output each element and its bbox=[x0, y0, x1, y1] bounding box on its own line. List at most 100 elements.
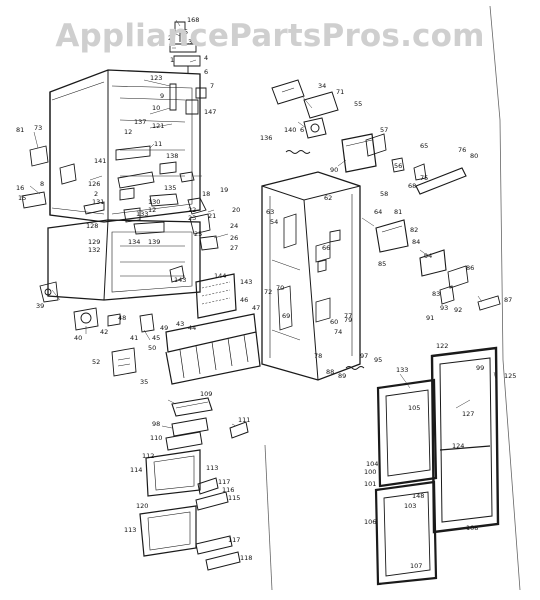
label-111: 111 bbox=[238, 416, 250, 424]
label-116: 116 bbox=[222, 486, 234, 494]
label-131: 131 bbox=[92, 198, 104, 206]
label-117a: 117 bbox=[218, 478, 230, 486]
label-75: 75 bbox=[420, 174, 428, 182]
label-78: 78 bbox=[314, 352, 322, 360]
label-23: 23 bbox=[188, 214, 196, 222]
label-83: 83 bbox=[432, 290, 440, 298]
label-125: 125 bbox=[504, 372, 516, 380]
label-10: 10 bbox=[152, 104, 160, 112]
label-144: 144 bbox=[214, 272, 226, 280]
label-168: 168 bbox=[187, 16, 199, 24]
label-122: 122 bbox=[436, 342, 448, 350]
label-132: 132 bbox=[88, 246, 100, 254]
springs bbox=[285, 150, 365, 370]
divider-line bbox=[264, 444, 273, 591]
label-123: 123 bbox=[150, 74, 162, 82]
label-8: 8 bbox=[40, 180, 44, 188]
label-4: 4 bbox=[204, 54, 208, 62]
label-5: 5 bbox=[184, 28, 188, 36]
label-130: 130 bbox=[148, 198, 160, 206]
label-46: 46 bbox=[240, 296, 248, 304]
label-118: 118 bbox=[240, 554, 252, 562]
label-126: 126 bbox=[88, 180, 100, 188]
door-frame-right bbox=[430, 346, 500, 534]
control-components bbox=[115, 145, 219, 251]
label-19: 19 bbox=[220, 186, 228, 194]
label-26: 26 bbox=[230, 234, 238, 242]
label-72: 72 bbox=[264, 288, 272, 296]
label-48: 48 bbox=[118, 314, 126, 322]
label-22: 22 bbox=[188, 206, 196, 214]
label-6b: 6 bbox=[300, 126, 304, 134]
label-95: 95 bbox=[374, 356, 382, 364]
label-27: 27 bbox=[230, 244, 238, 252]
label-93: 93 bbox=[440, 304, 448, 312]
fan-motor-parts bbox=[73, 307, 155, 377]
right-side-parts bbox=[317, 219, 501, 311]
label-56: 56 bbox=[394, 162, 402, 170]
label-35: 35 bbox=[140, 378, 148, 386]
label-104: 104 bbox=[366, 460, 378, 468]
freezer-cabinet bbox=[49, 69, 201, 223]
fresh-food-section bbox=[47, 219, 201, 301]
breaker-grille bbox=[165, 313, 261, 385]
label-40: 40 bbox=[74, 334, 82, 342]
label-103: 103 bbox=[404, 502, 416, 510]
label-3: 3 bbox=[188, 38, 192, 46]
label-80: 80 bbox=[470, 152, 478, 160]
label-41: 41 bbox=[130, 334, 138, 342]
label-133b: 133 bbox=[396, 366, 408, 374]
label-114: 114 bbox=[130, 466, 142, 474]
label-50: 50 bbox=[148, 344, 156, 352]
leader-lines bbox=[29, 19, 497, 429]
label-109: 109 bbox=[200, 390, 212, 398]
label-15: 15 bbox=[18, 194, 26, 202]
label-140: 140 bbox=[284, 126, 296, 134]
label-117b: 117 bbox=[228, 536, 240, 544]
label-139: 139 bbox=[148, 238, 160, 246]
label-105: 105 bbox=[408, 404, 420, 412]
label-52: 52 bbox=[92, 358, 100, 366]
label-81b: 81 bbox=[394, 208, 402, 216]
label-77: 77 bbox=[344, 312, 352, 320]
label-97: 97 bbox=[360, 352, 368, 360]
label-133: 133 bbox=[136, 210, 148, 218]
label-49: 49 bbox=[160, 324, 168, 332]
label-1: 1 bbox=[170, 56, 174, 64]
label-42: 42 bbox=[100, 328, 108, 336]
label-57: 57 bbox=[380, 126, 388, 134]
label-82: 82 bbox=[410, 226, 418, 234]
label-98: 98 bbox=[152, 420, 160, 428]
label-94: 94 bbox=[424, 252, 432, 260]
label-47: 47 bbox=[252, 304, 260, 312]
label-129: 129 bbox=[88, 238, 100, 246]
label-66: 66 bbox=[322, 244, 330, 252]
label-16: 16 bbox=[16, 184, 24, 192]
label-11: 11 bbox=[154, 140, 162, 148]
label-60: 60 bbox=[330, 318, 338, 326]
label-110: 110 bbox=[150, 434, 162, 442]
center-cabinet-liner bbox=[261, 171, 361, 381]
label-69: 69 bbox=[282, 312, 290, 320]
label-113: 113 bbox=[206, 464, 218, 472]
crisper-assemblies bbox=[139, 397, 249, 571]
label-58: 58 bbox=[380, 190, 388, 198]
label-99: 99 bbox=[476, 364, 484, 372]
label-2: 2 bbox=[168, 34, 172, 42]
label-115: 115 bbox=[228, 494, 240, 502]
label-65: 65 bbox=[420, 142, 428, 150]
label-20: 20 bbox=[232, 206, 240, 214]
label-71: 71 bbox=[336, 88, 344, 96]
label-18: 18 bbox=[202, 190, 210, 198]
label-113b: 113 bbox=[124, 526, 136, 534]
label-137: 137 bbox=[134, 118, 146, 126]
label-25: 25 bbox=[194, 230, 202, 238]
label-34: 34 bbox=[318, 82, 326, 90]
label-73: 73 bbox=[34, 124, 42, 132]
label-136: 136 bbox=[260, 134, 272, 142]
label-106: 106 bbox=[364, 518, 376, 526]
label-63: 63 bbox=[266, 208, 274, 216]
label-76: 76 bbox=[458, 146, 466, 154]
part-callouts: 168 5 2 3 4 1 123 6 7 9 10 147 121 137 1… bbox=[16, 16, 516, 570]
